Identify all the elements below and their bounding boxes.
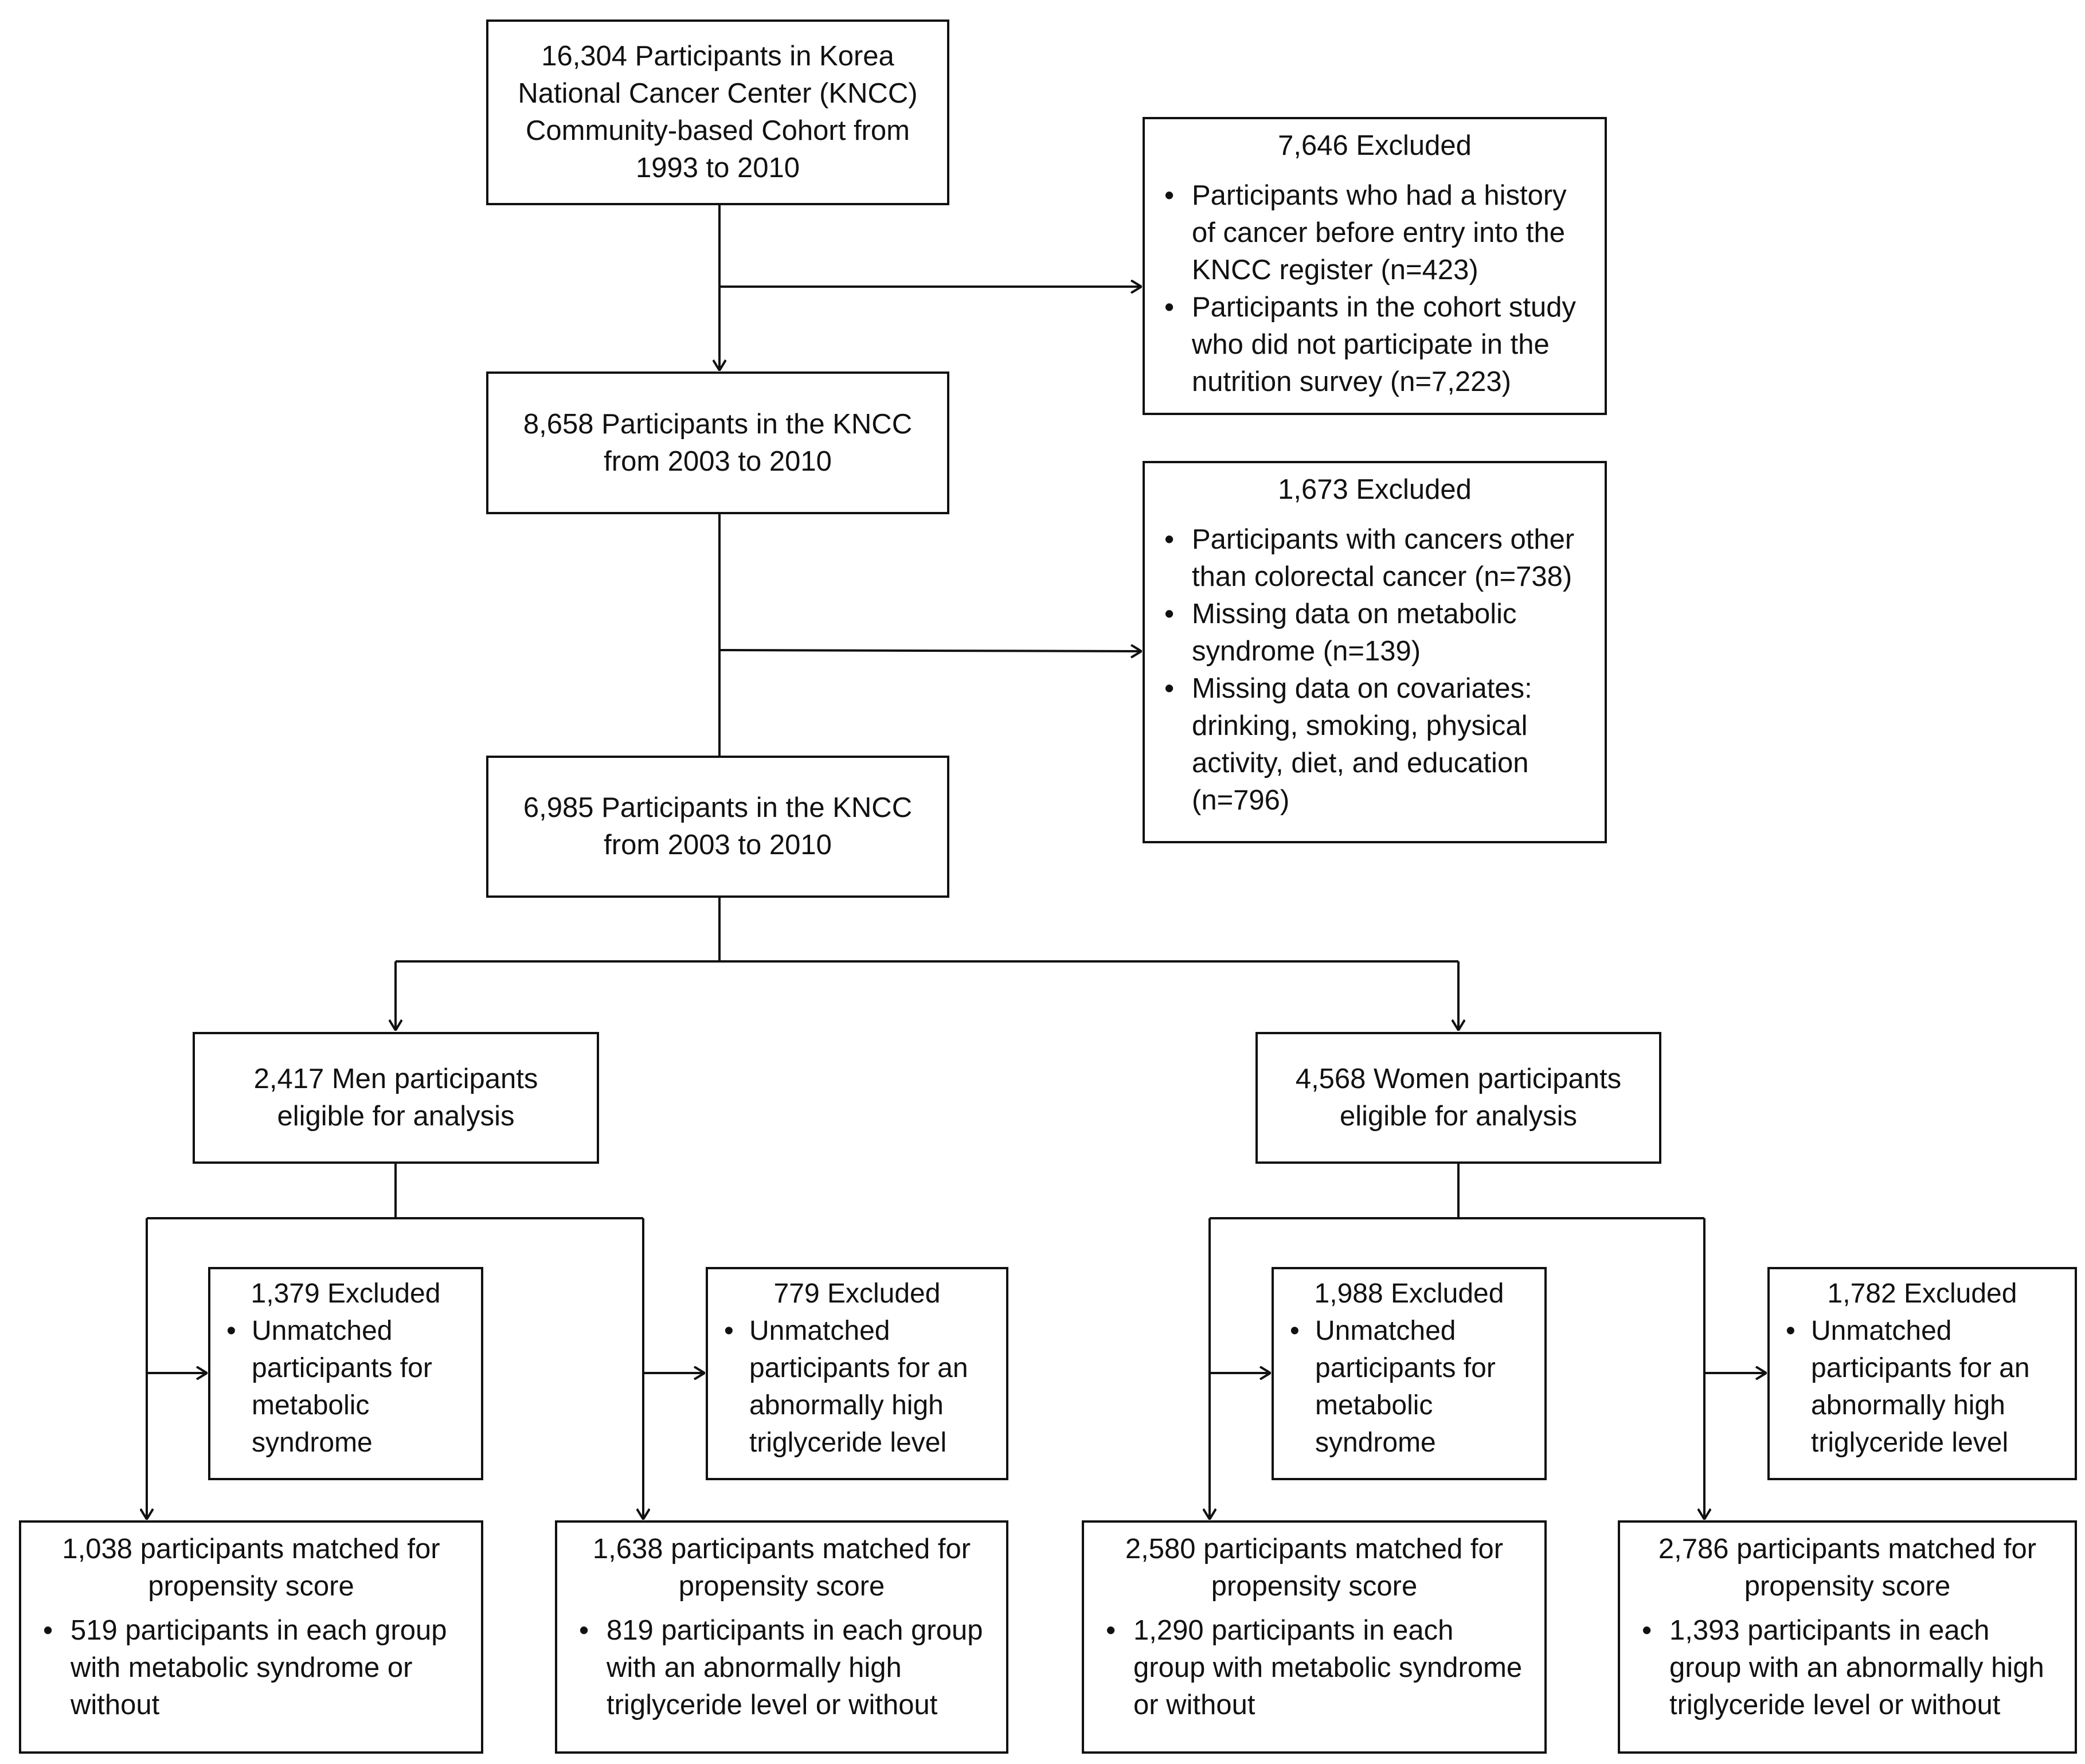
women-tg-exclusion-box: 1,782 Excluded Unmatched participants fo… bbox=[1767, 1267, 2077, 1480]
men-tg-exclusion-item: Unmatched participants for an abnormally… bbox=[719, 1312, 995, 1461]
women-ms-result-title: 2,580 participants matched for propensit… bbox=[1125, 1534, 1504, 1602]
men-ms-exclusion-title: 1,379 Excluded bbox=[251, 1278, 441, 1309]
exclusion-2-item: Participants with cancers other than col… bbox=[1160, 521, 1590, 596]
women-ms-exclusion-title: 1,988 Excluded bbox=[1314, 1278, 1504, 1309]
men-ms-exclusion-box: 1,379 Excluded Unmatched participants fo… bbox=[208, 1267, 483, 1480]
women-tg-exclusion-title: 1,782 Excluded bbox=[1827, 1278, 2017, 1309]
exclusion-box-1: 7,646 Excluded Participants who had a hi… bbox=[1143, 117, 1607, 415]
women-ms-exclusion-box: 1,988 Excluded Unmatched participants fo… bbox=[1272, 1267, 1547, 1480]
men-tg-result-box: 1,638 participants matched for propensit… bbox=[555, 1520, 1008, 1754]
exclusion-2-item: Missing data on covariates: drinking, sm… bbox=[1160, 670, 1590, 819]
men-text: 2,417 Men participants eligible for anal… bbox=[253, 1063, 538, 1132]
exclusion-2-item: Missing data on metabolic syndrome (n=13… bbox=[1160, 596, 1590, 670]
women-tg-result-item: 1,393 participants in each group with an… bbox=[1637, 1612, 2057, 1724]
women-ms-result-item: 1,290 participants in each group with me… bbox=[1101, 1612, 1527, 1724]
exclusion-1-item: Participants who had a history of cancer… bbox=[1160, 177, 1590, 289]
exclusion-2-title: 1,673 Excluded bbox=[1278, 474, 1472, 505]
men-tg-result-title: 1,638 participants matched for propensit… bbox=[592, 1534, 971, 1602]
women-text: 4,568 Women participants eligible for an… bbox=[1295, 1063, 1622, 1132]
arrow-to-exclusion-2 bbox=[719, 650, 1141, 651]
step2-text: 8,658 Participants in the KNCC from 2003… bbox=[523, 408, 913, 477]
women-tg-result-list: 1,393 participants in each group with an… bbox=[1637, 1612, 2057, 1724]
men-tg-exclusion-title: 779 Excluded bbox=[773, 1278, 941, 1309]
women-ms-result-list: 1,290 participants in each group with me… bbox=[1101, 1612, 1527, 1724]
women-tg-exclusion-item: Unmatched participants for an abnormally… bbox=[1781, 1312, 2063, 1461]
men-ms-exclusion-item: Unmatched participants for metabolic syn… bbox=[222, 1312, 470, 1461]
men-tg-result-item: 819 participants in each group with an a… bbox=[574, 1612, 989, 1724]
cohort-box: 16,304 Participants in Korea National Ca… bbox=[486, 19, 949, 205]
women-ms-exclusion-item: Unmatched participants for metabolic syn… bbox=[1285, 1312, 1533, 1461]
women-ms-result-box: 2,580 participants matched for propensit… bbox=[1082, 1520, 1547, 1754]
exclusion-1-title: 7,646 Excluded bbox=[1278, 130, 1472, 161]
women-tg-result-title: 2,786 participants matched for propensit… bbox=[1658, 1534, 2037, 1602]
men-ms-result-item: 519 participants in each group with meta… bbox=[38, 1612, 464, 1724]
exclusion-1-list: Participants who had a history of cancer… bbox=[1160, 177, 1590, 401]
cohort-text: 16,304 Participants in Korea National Ca… bbox=[518, 41, 918, 183]
men-box: 2,417 Men participants eligible for anal… bbox=[193, 1032, 599, 1164]
step2-box: 8,658 Participants in the KNCC from 2003… bbox=[486, 371, 949, 514]
men-ms-result-title: 1,038 participants matched for propensit… bbox=[62, 1534, 440, 1602]
women-box: 4,568 Women participants eligible for an… bbox=[1255, 1032, 1661, 1164]
step3-box: 6,985 Participants in the KNCC from 2003… bbox=[486, 756, 949, 898]
exclusion-box-2: 1,673 Excluded Participants with cancers… bbox=[1143, 461, 1607, 843]
women-tg-result-box: 2,786 participants matched for propensit… bbox=[1618, 1520, 2077, 1754]
men-tg-result-list: 819 participants in each group with an a… bbox=[574, 1612, 989, 1724]
men-ms-exclusion-list: Unmatched participants for metabolic syn… bbox=[222, 1312, 470, 1461]
men-tg-exclusion-list: Unmatched participants for an abnormally… bbox=[719, 1312, 995, 1461]
men-ms-result-list: 519 participants in each group with meta… bbox=[38, 1612, 464, 1724]
men-tg-exclusion-box: 779 Excluded Unmatched participants for … bbox=[706, 1267, 1008, 1480]
exclusion-1-item: Participants in the cohort study who did… bbox=[1160, 289, 1590, 401]
men-ms-result-box: 1,038 participants matched for propensit… bbox=[19, 1520, 483, 1754]
women-ms-exclusion-list: Unmatched participants for metabolic syn… bbox=[1285, 1312, 1533, 1461]
step3-text: 6,985 Participants in the KNCC from 2003… bbox=[523, 792, 913, 861]
women-tg-exclusion-list: Unmatched participants for an abnormally… bbox=[1781, 1312, 2063, 1461]
exclusion-2-list: Participants with cancers other than col… bbox=[1160, 521, 1590, 819]
